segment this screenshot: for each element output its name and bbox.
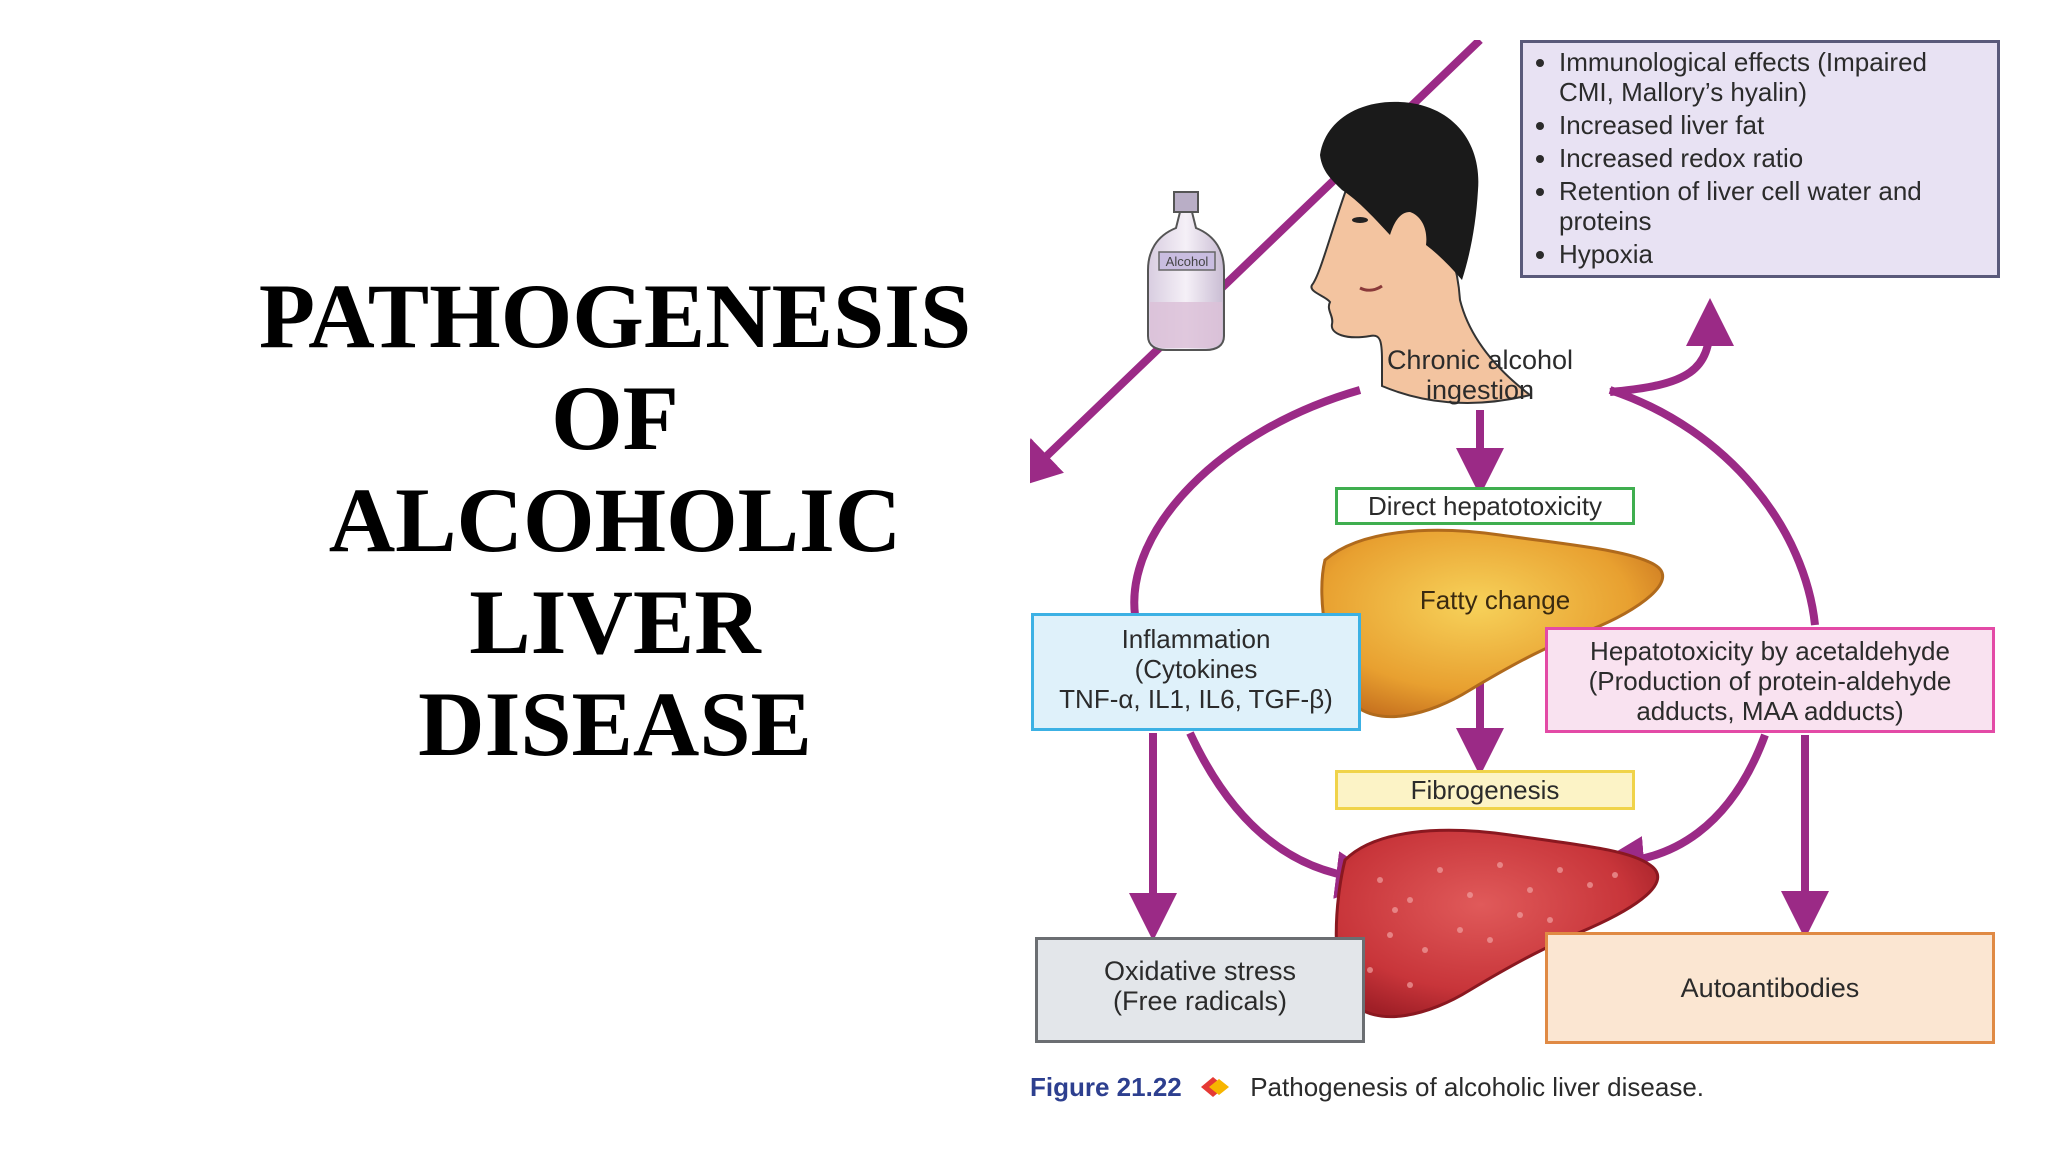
acet-liver-arrow [1596,733,1769,884]
bottle-label: Alcohol [1166,254,1209,269]
effect-item: Retention of liver cell water and protei… [1559,176,1987,236]
figure-number: Figure 21.22 [1030,1072,1182,1102]
title-line-1: PATHOGENESIS [258,265,972,367]
title-line-2: OF [551,367,679,469]
chronic-line-1: Chronic alcohol [1386,345,1574,375]
fibrogenesis-box: Fibrogenesis [1335,770,1635,810]
effects-arrow [1609,298,1734,396]
diamond-icon [1200,1077,1229,1097]
effect-item: Increased liver fat [1559,110,1987,140]
right-arc-arrow [1608,386,1819,626]
effect-item: Increased redox ratio [1559,143,1987,173]
title-line-3: ALCOHOLIC [328,469,902,571]
figure-caption-text: Pathogenesis of alcoholic liver disease. [1250,1072,1705,1102]
effects-list: Immunological effects (Impaired CMI, Mal… [1535,47,1987,269]
chronic-line-2: ingestion [1425,375,1535,405]
acet-line-2: (Production of protein-aldehyde [1588,666,1952,696]
direct-hepatotoxicity-box: Direct hepatotoxicity [1335,487,1635,525]
title-line-4: LIVER [469,571,761,673]
slide-title: PATHOGENESIS OF ALCOHOLIC LIVER DISEASE [230,265,1000,775]
left-arc-arrow [1130,386,1362,616]
inflammation-liver-arrow [1186,731,1384,899]
inflammation-box: Inflammation (Cytokines TNF-α, IL1, IL6,… [1031,613,1361,731]
effect-item: Immunological effects (Impaired CMI, Mal… [1559,47,1987,107]
effect-item: Hypoxia [1559,239,1987,269]
diagram-artwork: Alcohol [1030,40,1829,1019]
acet-line-1: Hepatotoxicity by acetaldehyde [1590,636,1950,666]
title-line-5: DISEASE [418,673,812,775]
inflammation-line-3: TNF-α, IL1, IL6, TGF-β) [1059,684,1333,714]
acet-line-3: adducts, MAA adducts) [1636,696,1904,726]
inflammation-line-2: (Cytokines [1134,654,1258,684]
effects-box: Immunological effects (Impaired CMI, Mal… [1520,40,2000,278]
fatty-change-label: Fatty change [1419,585,1571,615]
oxidative-line-2: (Free radicals) [1112,986,1288,1016]
autoantibodies-box: Autoantibodies [1545,932,1995,1044]
oxidative-line-1: Oxidative stress [1103,956,1297,986]
chronic-ingestion-label: Chronic alcohol ingestion [1345,345,1615,405]
inflammation-line-1: Inflammation [1121,624,1271,654]
pathogenesis-diagram: Alcohol Immunologic [1030,40,2010,1110]
acetaldehyde-box: Hepatotoxicity by acetaldehyde (Producti… [1545,627,1995,733]
person-head-icon [1310,101,1533,404]
oxidative-stress-box: Oxidative stress (Free radicals) [1035,937,1365,1043]
figure-caption: Figure 21.22 Pathogenesis of alcoholic l… [1030,1072,2010,1102]
alcohol-bottle-icon: Alcohol [1147,191,1225,351]
